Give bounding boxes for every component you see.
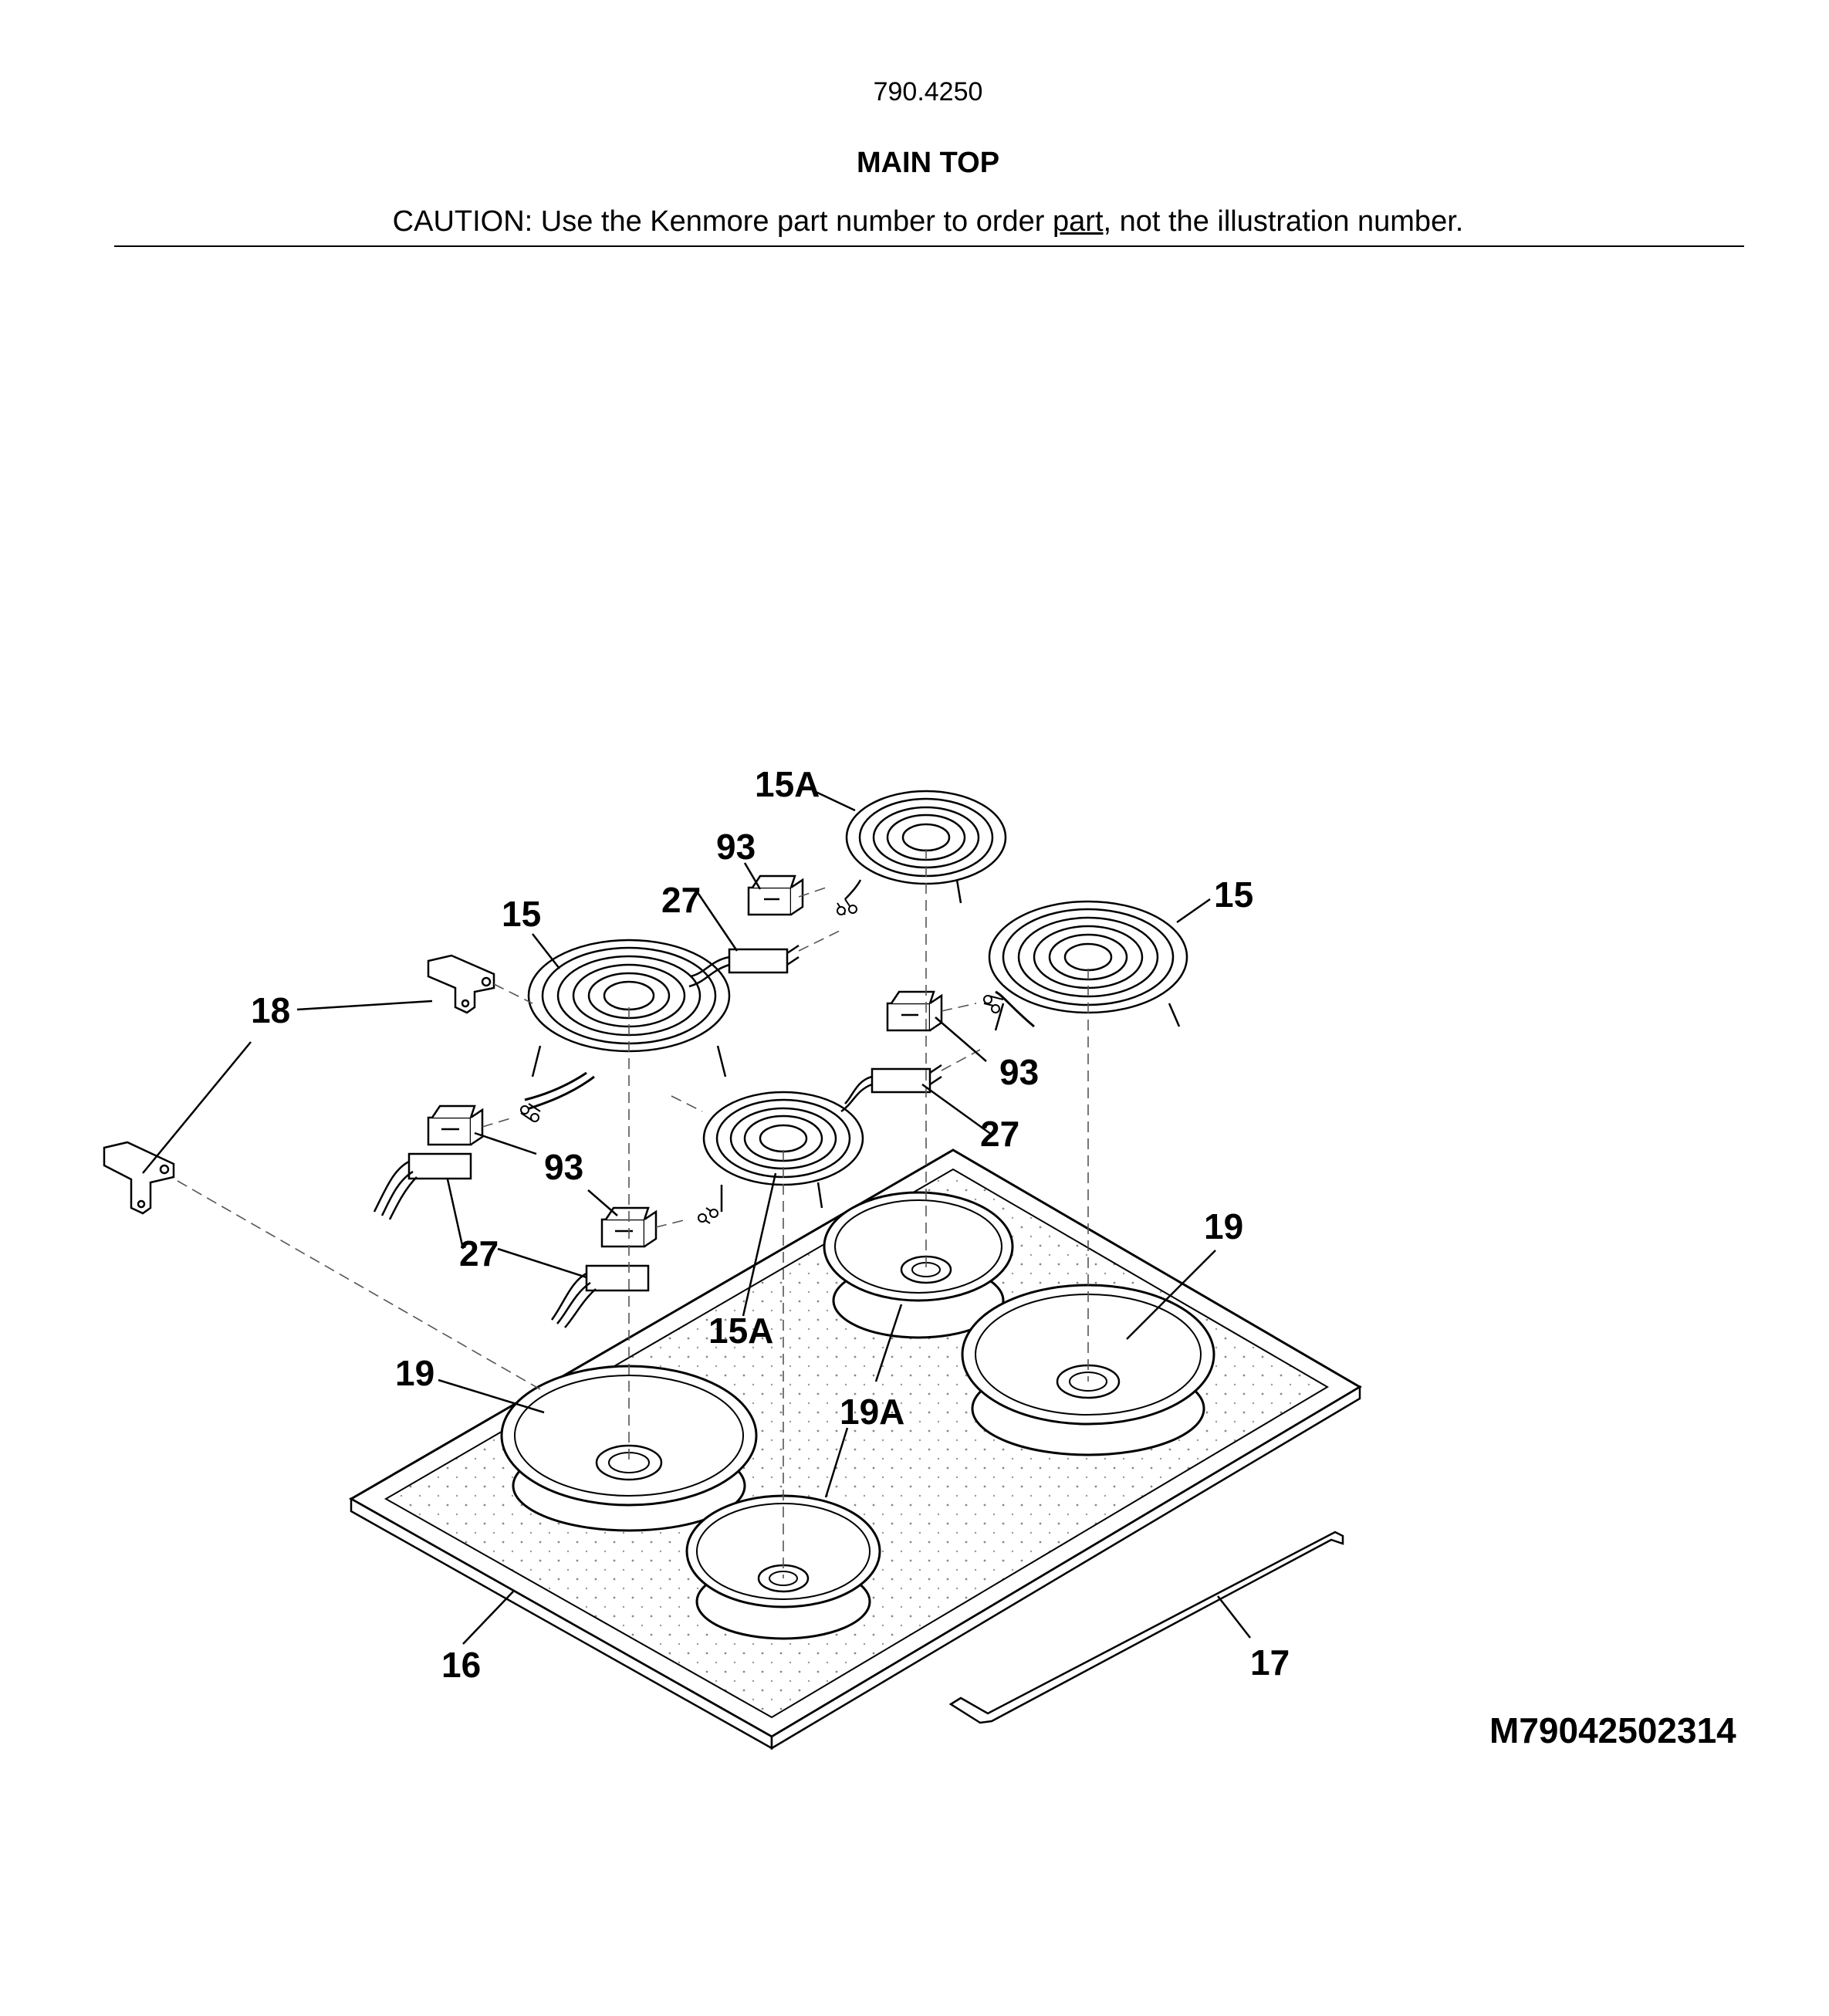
terminal-block-rear — [747, 874, 804, 916]
surface-element-rear-small — [844, 790, 1007, 904]
trim-strip — [948, 1531, 1344, 1724]
page-title: MAIN TOP — [856, 147, 1000, 179]
terminal-block-front — [600, 1206, 658, 1248]
part-link[interactable]: part — [1053, 205, 1104, 238]
callout-15a-bottom: 15A — [708, 1311, 773, 1351]
callout-labels: 15A 93 27 15 15 18 93 27 93 27 19 15A 19… — [251, 764, 1290, 1685]
callout-15-left: 15 — [502, 894, 541, 934]
callout-19a: 19A — [840, 1392, 904, 1432]
callout-93-right: 93 — [999, 1052, 1039, 1092]
callout-17: 17 — [1250, 1642, 1290, 1683]
callout-18: 18 — [251, 990, 290, 1030]
mounting-bracket-upper — [427, 954, 495, 1014]
wire-harness-right — [840, 1064, 942, 1113]
callout-15-right: 15 — [1214, 874, 1253, 915]
callout-19-left: 19 — [395, 1353, 434, 1393]
callout-19-right: 19 — [1204, 1206, 1243, 1246]
callout-27-left: 27 — [459, 1233, 499, 1274]
model-number: 790.4250 — [873, 77, 983, 107]
callout-93-left: 93 — [544, 1147, 583, 1187]
terminal-block-right — [886, 990, 943, 1032]
callout-27-right: 27 — [980, 1114, 1019, 1154]
terminal-block-left — [427, 1104, 484, 1146]
callout-15a-top: 15A — [755, 764, 820, 804]
alignment-lines — [177, 849, 1089, 1578]
mounting-bracket-lower — [103, 1141, 175, 1215]
caution-note: CAUTION: Use the Kenmore part number to … — [0, 205, 1829, 238]
drip-bowl-right — [961, 1284, 1215, 1456]
surface-element-left-large — [524, 939, 731, 1111]
callout-27-top: 27 — [661, 880, 701, 920]
caution-text-end: , not the illustration number. — [1103, 205, 1464, 238]
header-divider — [114, 245, 1744, 247]
drip-bowl-rear — [823, 1191, 1014, 1339]
wire-harness-left — [373, 1152, 472, 1220]
diagram-code: M79042502314 — [1489, 1710, 1736, 1750]
element-terminals — [520, 898, 1004, 1224]
wire-harness-rear — [688, 944, 800, 988]
callout-16: 16 — [441, 1645, 481, 1685]
callout-93-top: 93 — [716, 827, 756, 867]
callout-leaders — [142, 790, 1251, 1645]
caution-text: CAUTION: Use the Kenmore part number to … — [392, 205, 1053, 238]
wire-harness-front — [550, 1264, 650, 1328]
